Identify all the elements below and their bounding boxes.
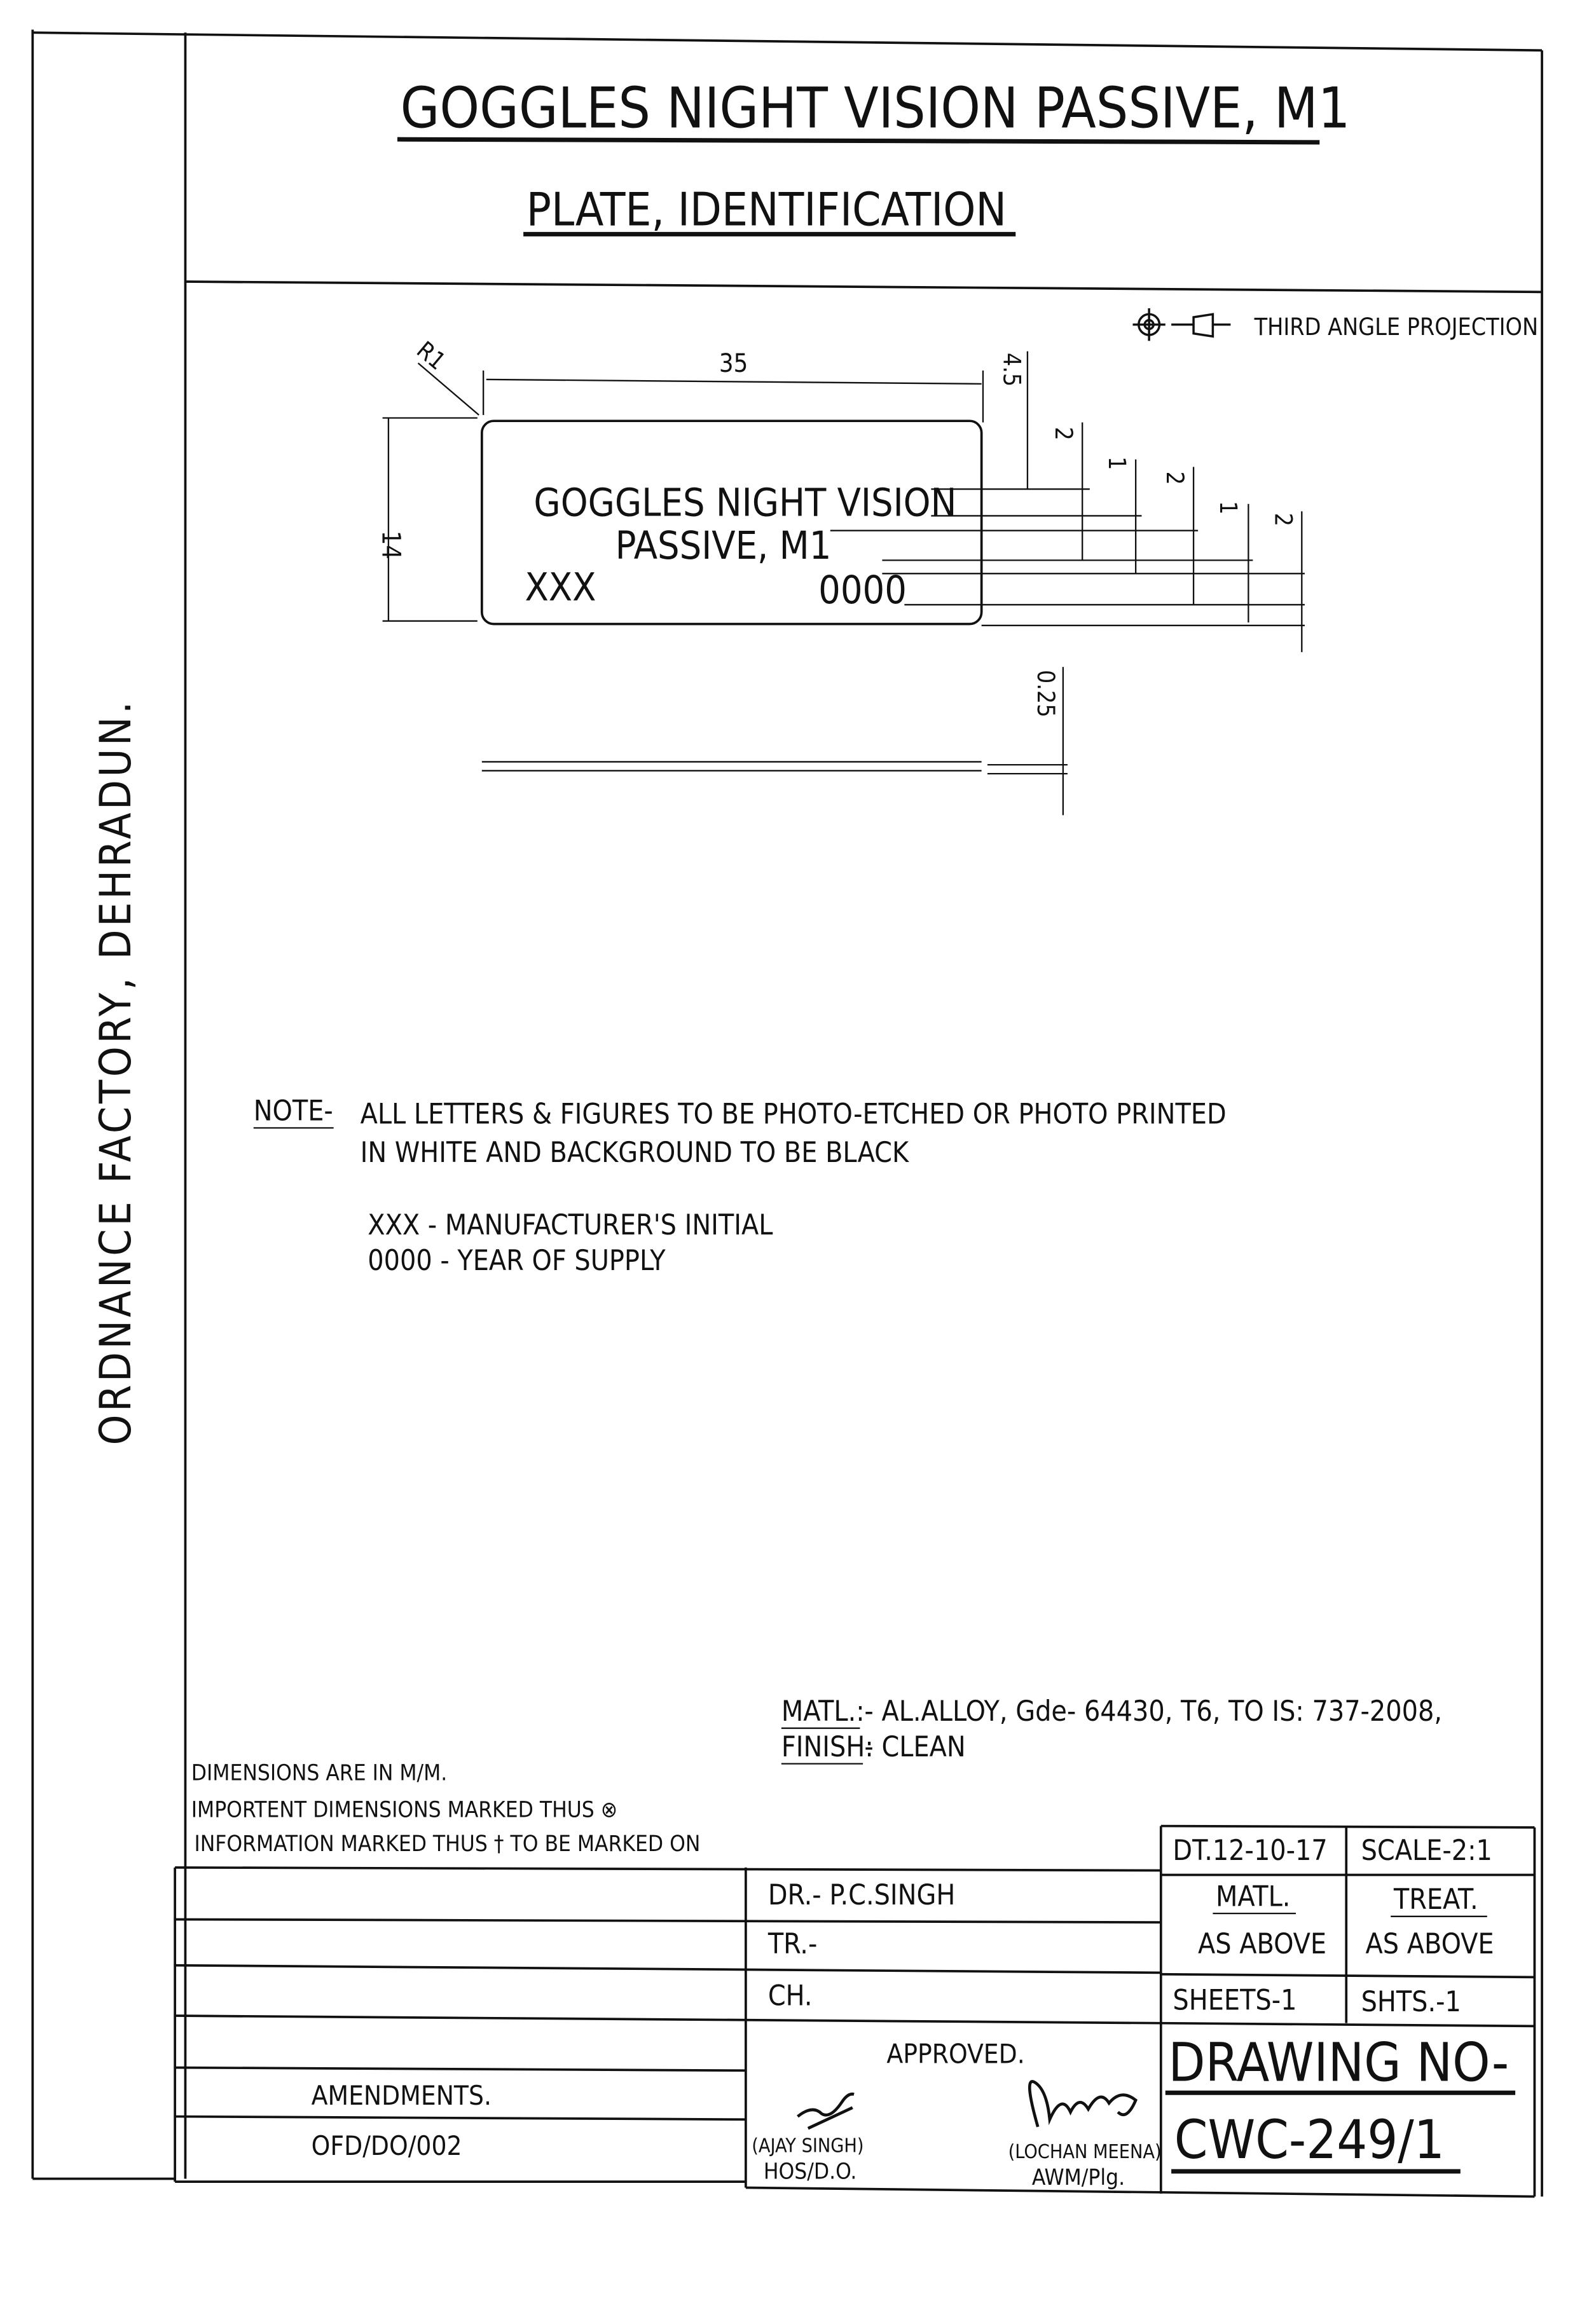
scale-field: SCALE-2:1 (1361, 1835, 1492, 1867)
drawing-number: CWC-249/1 (1174, 2109, 1445, 2171)
traced-by: TR.- (767, 1928, 817, 1960)
amendments-label: AMENDMENTS. (312, 2080, 492, 2111)
signer2-role: AWM/Plg. (1032, 2165, 1125, 2191)
sheets-field: SHEETS-1 (1173, 1985, 1297, 2017)
signer1-role: HOS/D.O. (764, 2159, 857, 2185)
finish-label: FINISH: (781, 1731, 874, 1763)
dim-d2: 1 (1103, 456, 1131, 470)
drawing-no-label: DRAWING NO- (1168, 2032, 1509, 2094)
matl-label: MATL. (1216, 1880, 1290, 1913)
note-line2: IN WHITE AND BACKGROUND TO BE BLACK (361, 1137, 909, 1169)
plate-drawing: GOGGLES NIGHT VISION PASSIVE, M1 XXX 000… (376, 336, 1305, 816)
material-value: - AL.ALLOY, Gde- 64430, T6, TO IS: 737-2… (864, 1695, 1442, 1728)
dim-radius: R1 (411, 336, 451, 375)
projection-label: THIRD ANGLE PROJECTION (1254, 313, 1538, 341)
drawn-by: DR.- P.C.SINGH (768, 1879, 955, 1911)
note-label: NOTE- (254, 1095, 333, 1128)
signature-1 (797, 2092, 855, 2130)
dim-top: 4.5 (998, 353, 1026, 386)
dim-d1: 2 (1050, 427, 1078, 441)
note-line3: XXX - MANUFACTURER'S INITIAL (368, 1209, 773, 1241)
dim-thickness: 0.25 (1032, 670, 1060, 718)
material-label: MATL.: (781, 1695, 865, 1728)
dim-width: 35 (719, 349, 748, 378)
third-angle-projection-icon (1132, 308, 1231, 341)
plate-code: XXX (525, 565, 596, 610)
sheet-frame (31, 29, 1543, 2197)
plate-line1: GOGGLES NIGHT VISION (533, 481, 956, 525)
note-line4: 0000 - YEAR OF SUPPLY (368, 1245, 666, 1277)
general-note-1: DIMENSIONS ARE IN M/M. (191, 1760, 447, 1786)
note-line1: ALL LETTERS & FIGURES TO BE PHOTO-ETCHED… (361, 1098, 1227, 1130)
dim-d5: 2 (1269, 513, 1297, 526)
amendment-ref: OFD/DO/002 (312, 2130, 462, 2161)
plate-line2: PASSIVE, M1 (616, 524, 832, 568)
page-title: GOGGLES NIGHT VISION PASSIVE, M1 (401, 76, 1351, 141)
page-subtitle: PLATE, IDENTIFICATION (526, 183, 1007, 236)
general-note-3: INFORMATION MARKED THUS † TO BE MARKED O… (194, 1831, 700, 1857)
dim-d3: 2 (1161, 471, 1189, 484)
checked-by: CH. (768, 1980, 813, 2013)
approved-label: APPROVED. (886, 2039, 1024, 2070)
side-label: ORDNANCE FACTORY, DEHRADUN. (90, 699, 141, 1445)
general-note-2: IMPORTENT DIMENSIONS MARKED THUS ⊗ (191, 1798, 617, 1823)
signer2-name: (LOCHAN MEENA) (1008, 2141, 1162, 2163)
dim-d4: 1 (1214, 501, 1242, 514)
treat-value: AS ABOVE (1366, 1928, 1494, 1960)
dim-height: 14 (376, 531, 406, 559)
matl-value: AS ABOVE (1198, 1928, 1326, 1960)
shts-field: SHTS.-1 (1361, 1986, 1461, 2018)
plate-year: 0000 (818, 568, 907, 613)
date-field: DT.12-10-17 (1173, 1835, 1327, 1867)
treat-label: TREAT. (1393, 1883, 1478, 1916)
signer1-name: (AJAY SINGH) (752, 2135, 863, 2157)
finish-value: - CLEAN (864, 1731, 965, 1763)
title-block (174, 1824, 1536, 2198)
signature-2 (1028, 2080, 1138, 2128)
